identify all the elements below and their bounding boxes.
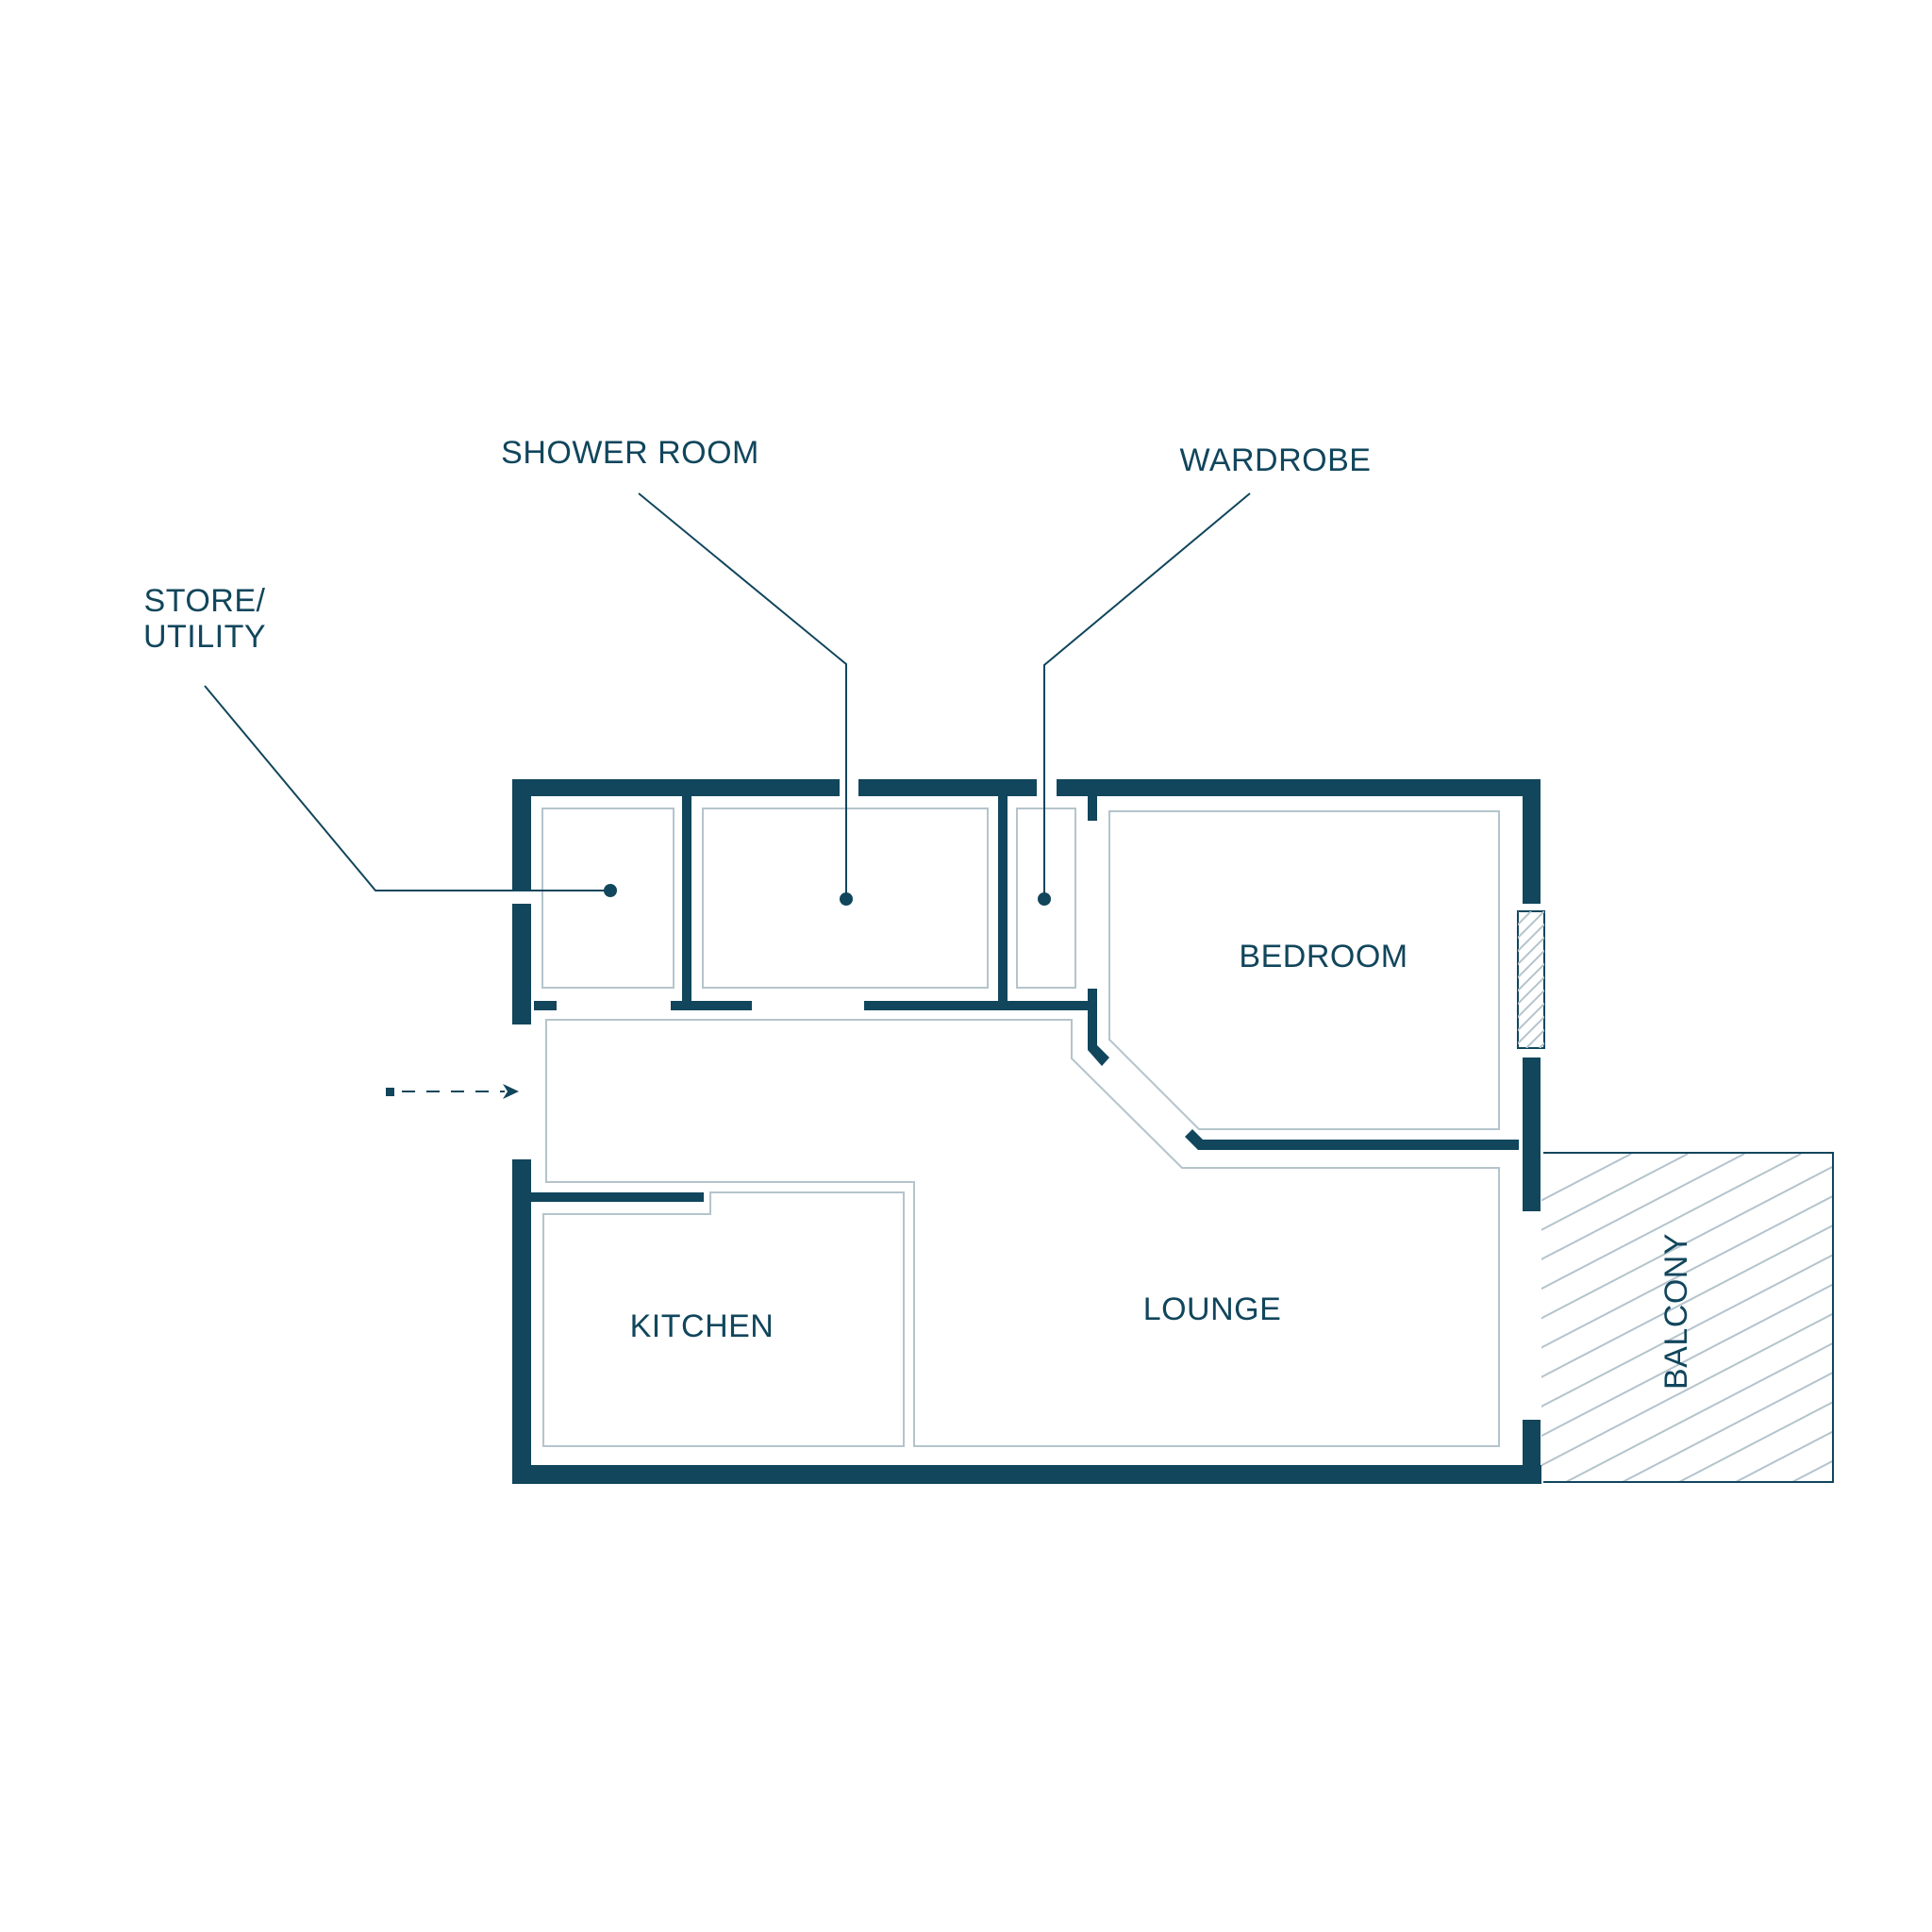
- hatch-line: [1518, 911, 1532, 926]
- hatch-line: [1579, 911, 1716, 1048]
- hatch-line: [1678, 1154, 1832, 1481]
- store-shower-partition: [682, 794, 691, 1010]
- hatch-line: [1622, 1154, 1832, 1481]
- bedroom-label: BEDROOM: [1239, 939, 1407, 974]
- hatch-line: [1518, 1015, 1544, 1045]
- hatch-line: [1368, 911, 1505, 1048]
- hatch-line: [1518, 975, 1544, 1006]
- hatch-line: [1518, 1002, 1544, 1032]
- shower-wardrobe-partition: [998, 794, 1008, 1010]
- hatch-line: [1541, 1154, 1745, 1481]
- dashed-arrow-icon: [386, 1084, 519, 1099]
- hatch-line: [1632, 911, 1769, 1048]
- hatch-line: [1541, 1154, 1832, 1481]
- hatch-line: [1711, 911, 1848, 1048]
- balcony-hatch: [1541, 1154, 1932, 1482]
- right-wall-lower: [1523, 1420, 1541, 1484]
- kitchen-top-wall: [531, 1192, 704, 1202]
- hatch-line: [1685, 911, 1822, 1048]
- balcony-label: BALCONY: [1658, 1233, 1694, 1390]
- hatch-line: [1541, 1154, 1832, 1481]
- kitchen-outline: [542, 1191, 905, 1447]
- room-outlines: [541, 808, 1500, 1447]
- hatch-line: [1518, 911, 1544, 940]
- bedroom-bottom-wall: [1185, 1129, 1519, 1150]
- room-labels: STORE/ UTILITY SHOWER ROOM WARDROBE BEDR…: [143, 435, 1694, 1390]
- store-leader-line: [204, 685, 610, 891]
- balcony: [1541, 1152, 1932, 1483]
- wardrobe-leader-line: [1043, 492, 1251, 899]
- top-wall-left: [512, 779, 840, 796]
- shower-wall-stub: [671, 1001, 752, 1010]
- hatch-line: [1566, 911, 1703, 1048]
- wardrobe-leader-dot: [1038, 892, 1051, 906]
- shower-leader-line: [638, 492, 847, 899]
- hatch-line: [1658, 911, 1795, 1048]
- hatch-line: [1541, 1154, 1802, 1481]
- left-wall-lower: [512, 1159, 531, 1484]
- hatch-line: [1849, 1154, 1932, 1482]
- bedroom-wall-stub: [1088, 794, 1097, 821]
- hatch-line: [1592, 911, 1729, 1048]
- hatch-line: [1606, 911, 1742, 1048]
- hatch-line: [1619, 911, 1756, 1048]
- store-outline: [541, 808, 675, 989]
- hatch-line: [1541, 1154, 1832, 1481]
- hatch-line: [1539, 1041, 1544, 1048]
- hatch-line: [1518, 923, 1544, 953]
- hatch-line: [1672, 911, 1808, 1048]
- corridor-wall: [864, 1001, 1088, 1010]
- leader-lines: [204, 492, 1251, 906]
- store-utility-label-line1: STORE/: [144, 583, 266, 619]
- top-wall-right: [1057, 779, 1541, 796]
- right-wall-middle: [1523, 1058, 1541, 1211]
- lounge-label: LOUNGE: [1143, 1291, 1282, 1327]
- left-wall-store: [512, 904, 531, 1024]
- store-door-stub: [534, 1001, 557, 1010]
- top-wall-middle: [858, 779, 1037, 796]
- hatch-line: [1518, 949, 1544, 979]
- hatch-line: [1518, 936, 1544, 966]
- outer-walls: [512, 779, 1541, 1484]
- hatch-line: [1518, 962, 1544, 992]
- hatch-line: [1355, 911, 1491, 1048]
- right-wall-upper: [1523, 779, 1541, 904]
- store-utility-label-line2: UTILITY: [143, 619, 266, 655]
- hatch-line: [1341, 911, 1478, 1048]
- hatch-line: [1518, 911, 1519, 913]
- interior-walls: [531, 794, 1519, 1202]
- hatch-line: [1525, 1028, 1544, 1048]
- hatched-window-icon: [1328, 910, 1848, 1049]
- hatch-line: [1541, 1154, 1832, 1481]
- left-wall-upper: [512, 779, 531, 890]
- hatch-line: [1698, 911, 1835, 1048]
- shower-leader-dot: [840, 892, 853, 906]
- hatch-line: [1645, 911, 1782, 1048]
- hatch-line: [1906, 1154, 1932, 1482]
- bedroom-wall-left: [1088, 989, 1097, 1050]
- hatch-line: [1518, 989, 1544, 1019]
- hatch-line: [1541, 1154, 1832, 1481]
- hatch-line: [1565, 1154, 1832, 1481]
- hatch-line: [1541, 1154, 1832, 1481]
- hatch-line: [1541, 1154, 1689, 1481]
- kitchen-label: KITCHEN: [630, 1308, 774, 1344]
- hatch-line: [1328, 911, 1465, 1048]
- wardrobe-label: WARDROBE: [1180, 442, 1372, 478]
- hatch-line: [1791, 1154, 1832, 1481]
- bedroom-door-jamb: [1088, 1045, 1109, 1066]
- bottom-wall: [512, 1465, 1541, 1484]
- hatch-line: [1553, 911, 1690, 1048]
- shower-room-label: SHOWER ROOM: [501, 435, 759, 471]
- bedroom-outline: [1108, 810, 1500, 1130]
- store-leader-dot: [604, 884, 617, 897]
- wardrobe-outline: [1016, 808, 1076, 989]
- lounge-hall-outline: [545, 1019, 1500, 1447]
